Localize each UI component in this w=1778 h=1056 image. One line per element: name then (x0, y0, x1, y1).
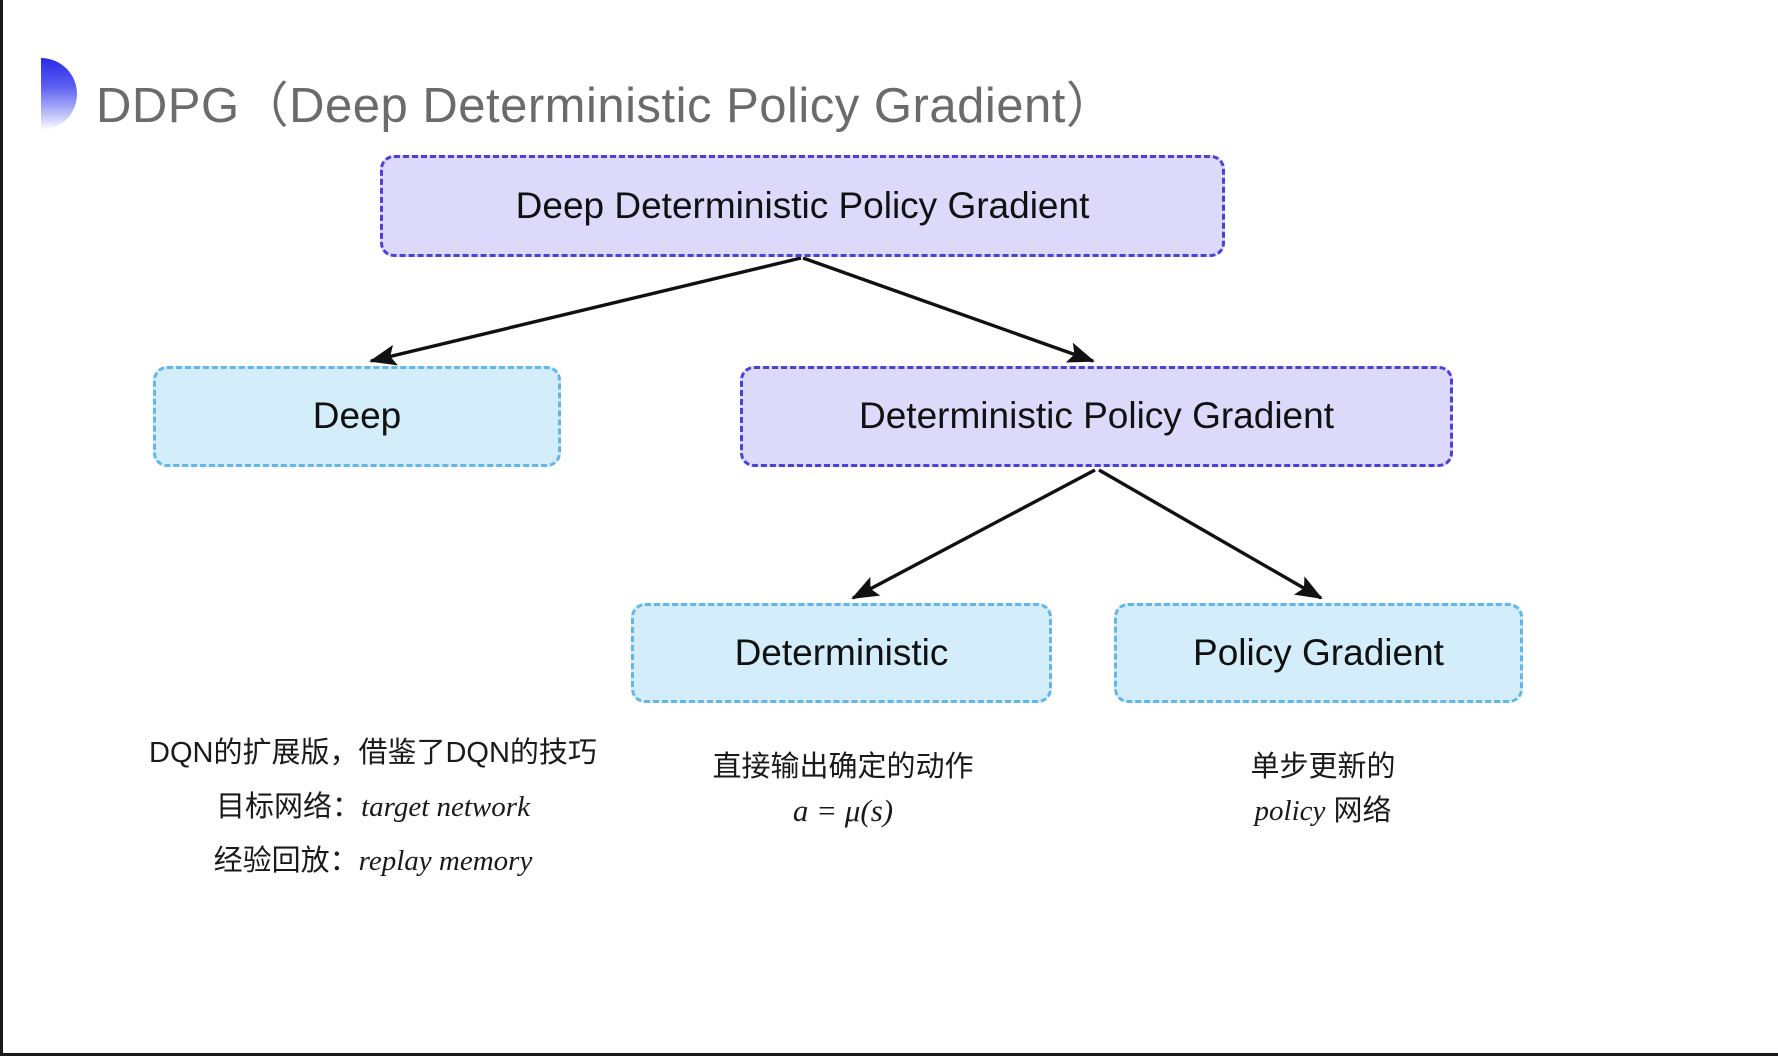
edge-root-to-deep (369, 256, 802, 366)
caption-deterministic-formula: a = μ(s) (792, 793, 894, 828)
caption-deterministic-line1: 直接输出确定的动作 (712, 751, 974, 783)
caption-deep-line1: DQN的扩展版，借鉴了DQN的技巧 (149, 737, 597, 769)
caption-deep-line3-prefix: 经验回放： (213, 845, 359, 877)
caption-deep: DQN的扩展版，借鉴了DQN的技巧 目标网络：target network 经验… (93, 726, 653, 888)
caption-deterministic: 直接输出确定的动作 a = μ(s) (643, 745, 1043, 833)
caption-deep-line3: 经验回放：replay memory (93, 834, 653, 888)
caption-deep-line2-prefix: 目标网络： (216, 791, 362, 823)
edge-root-to-dpg (802, 256, 1095, 363)
edge-dpg-to-deterministic (851, 468, 1096, 600)
caption-policy-gradient-suffix: 网络 (1325, 795, 1392, 827)
node-policy-gradient[interactable]: Policy Gradient (1114, 603, 1523, 703)
caption-deep-line2: 目标网络：target network (93, 780, 653, 834)
caption-deep-line3-term: replay memory (358, 845, 533, 877)
caption-policy-gradient-term: policy (1254, 795, 1326, 827)
half-circle-gradient-icon (41, 58, 77, 130)
caption-policy-gradient-line2: policy 网络 (1143, 789, 1503, 833)
node-deterministic-policy-gradient[interactable]: Deterministic Policy Gradient (740, 366, 1453, 467)
node-deep[interactable]: Deep (153, 366, 561, 467)
node-deep-deterministic-policy-gradient[interactable]: Deep Deterministic Policy Gradient (380, 155, 1225, 257)
edge-dpg-to-policy-gradient (1098, 468, 1323, 600)
node-deterministic[interactable]: Deterministic (631, 603, 1052, 703)
page-title: DDPG（Deep Deterministic Policy Gradient） (96, 79, 1116, 133)
caption-deep-line2-term: target network (361, 791, 530, 823)
caption-policy-gradient-line1: 单步更新的 (1250, 751, 1396, 783)
caption-policy-gradient: 单步更新的 policy 网络 (1143, 745, 1503, 833)
